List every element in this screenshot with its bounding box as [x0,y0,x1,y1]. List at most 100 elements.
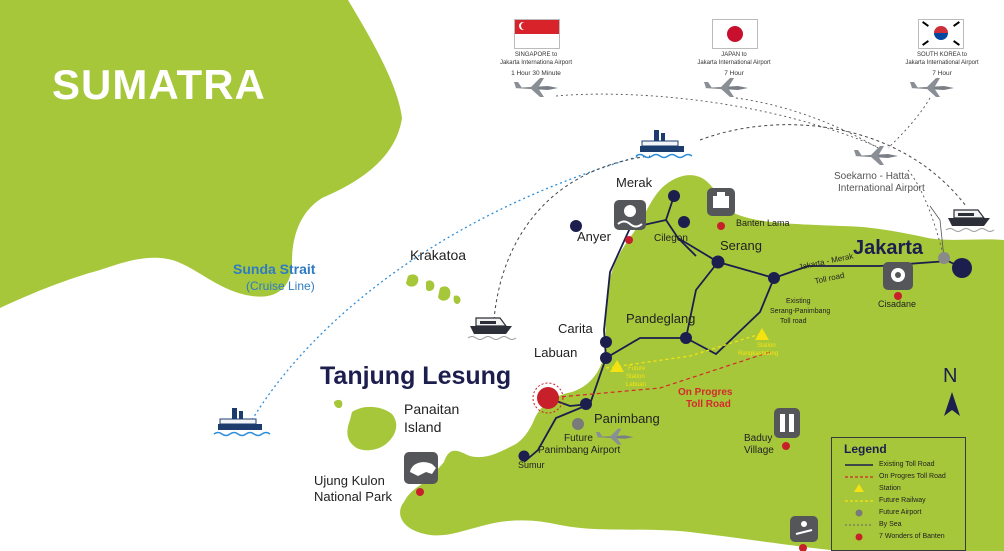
flight-duration-jp: 7 Hour [724,70,744,77]
java-landmass [400,175,1004,551]
boat-icon-krakatoa [467,317,517,341]
cisadane-icon[interactable] [883,262,913,300]
anyer-label: Anyer [577,229,611,244]
plane-icon-kr [910,78,954,97]
node-carita[interactable] [600,336,612,348]
flight-duration-kr: 7 Hour [932,70,952,77]
future-railway [605,333,761,369]
flight-route-jp [735,97,879,149]
panaitan-island [347,406,397,451]
singapore-flag-icon [514,19,560,49]
baduy-label-line2: Village [744,445,774,456]
flight-caption-sg-line1: SINGAPORE to [514,52,558,58]
legend-symbols [845,464,873,541]
banten-lama-icon[interactable] [707,188,735,230]
japan-flag-icon [712,19,758,49]
panimbang-label: Panimbang [594,411,660,426]
city-nodes [518,190,972,462]
tanjung-lesung-ring [532,382,564,414]
node-toll-junction[interactable] [768,272,780,284]
future-airport-label-line2: Panimbang Airport [538,445,621,456]
carita-label: Carita [558,321,593,336]
node-labuan[interactable] [600,352,612,364]
krakatoa-island [406,274,419,287]
existing-toll-label-line2: Serang-Panimbang [770,308,831,315]
flight-duration-sg: 1 Hour 30 Minute [511,70,561,77]
soekarno-hatta-dot[interactable] [938,252,950,264]
ujung-kulon-label-line2: National Park [314,489,393,504]
station-labuan-label-line2: Station [626,374,645,380]
flight-caption-jp-line2: Jakarta International Airport [697,60,771,66]
panaitan-label-line2: Island [404,419,442,435]
panaitan-label-line1: Panaitan [404,401,460,417]
tanjung-lesung-marker[interactable] [537,387,559,409]
on-progress-label-line2: Toll Road [686,399,731,410]
node-cilegon[interactable] [678,216,690,228]
future-airport-dot[interactable] [572,418,584,430]
legend-item-future-airport: Future Airport [879,509,922,516]
banten-lama-label: Banten Lama [736,218,790,228]
sumatra-title: SUMATRA [52,61,266,108]
legend-item-existing-toll: Existing Toll Road [879,461,935,468]
beach-icon[interactable] [790,516,818,551]
anyer-icon[interactable] [614,200,646,244]
node-panimbang[interactable] [580,398,592,410]
plane-icon-jp [704,78,748,97]
legend-title: Legend [844,442,887,456]
flight-caption-kr-line2: Jakarta International Airport [905,60,979,66]
compass-north-label: N [943,365,958,387]
airport-name-line2: International Airport [838,183,925,194]
station-rangkas-label-line2: Rangkasbitung [738,351,779,357]
plane-icon-soekarno [854,146,898,165]
station-labuan-label-line3: Labuan [626,382,647,388]
on-progress-toll-road [547,351,771,399]
node-sumur[interactable] [518,450,530,462]
compass-arrow-icon [944,392,960,416]
node-pandeglang[interactable] [680,332,692,344]
pandeglang-label: Pandeglang [626,311,696,326]
sea-route-2 [699,124,967,207]
labuan-label: Labuan [534,345,578,360]
existing-toll-label-line1: Existing [786,298,811,305]
legend-item-by-sea: By Sea [879,521,902,528]
merak-label: Merak [616,175,653,190]
boat-icon-jakarta [945,209,995,233]
krakatoa-label: Krakatoa [410,247,467,263]
south-korea-flag-icon [918,19,964,49]
station-labuan-icon[interactable] [610,360,624,372]
legend-item-progress-toll: On Progres Toll Road [879,473,946,480]
ujung-kulon-icon[interactable] [404,452,438,496]
legend-item-future-railway: Future Railway [879,497,926,504]
existing-toll-label-line3: Toll road [780,318,807,325]
cruise-route [251,155,641,421]
station-rangkasbitung-icon[interactable] [755,328,769,340]
plane-icon-sg [514,78,558,97]
sunda-strait-label: Sunda Strait [233,261,316,277]
node-serang[interactable] [711,255,725,269]
ujung-kulon-label-line1: Ujung Kulon [314,473,385,488]
baduy-icon[interactable] [774,408,800,450]
ship-icon-left [213,407,271,437]
baduy-label-line1: Baduy [744,433,773,444]
node-jakarta[interactable] [952,258,972,278]
flight-caption-kr-line1: SOUTH KOREA to [916,52,967,58]
serang-label: Serang [720,238,762,253]
station-rangkas-label-line1: Station [757,343,776,349]
flight-route-sg [555,93,881,149]
ship-icon-top [635,129,693,159]
cisadane-label: Cisadane [878,299,917,309]
sumur-label: Sumur [518,460,545,470]
sumatra-landmass [0,0,402,308]
node-merak[interactable] [668,190,680,202]
flight-caption-sg-line2: Jakarta Internationa Airport [499,60,573,66]
node-anyer-road[interactable] [570,220,582,232]
cilegon-label: Cilegon [654,233,688,244]
legend-item-station: Station [879,485,901,492]
tanjung-lesung-label: Tanjung Lesung [320,362,512,390]
jakarta-label: Jakarta [853,237,924,259]
station-labuan-label-line1: Future [628,366,646,372]
flight-caption-jp-line1: JAPAN to [721,52,747,58]
cruise-line-label: (Cruise Line) [246,279,315,293]
